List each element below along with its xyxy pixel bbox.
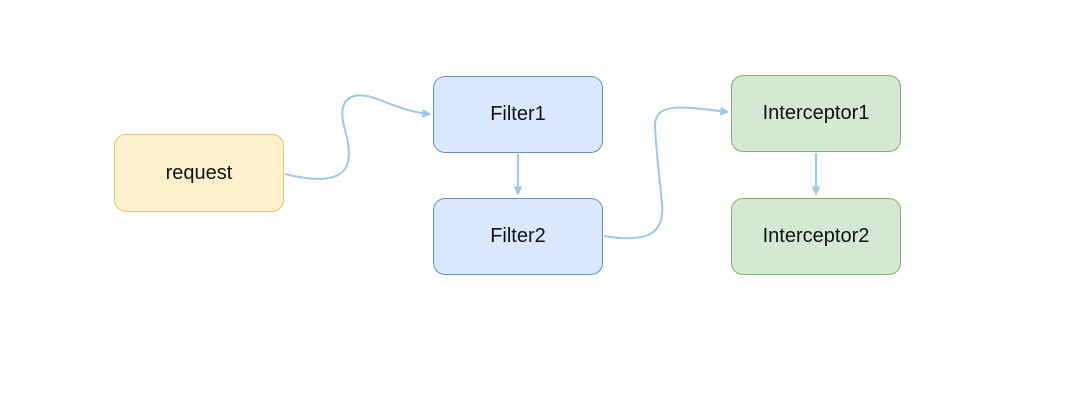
node-interceptor2-label: Interceptor2 (762, 225, 870, 247)
node-filter2: Filter2 (433, 198, 603, 275)
node-request-label: request (165, 161, 233, 184)
node-interceptor1-label: Interceptor1 (762, 102, 870, 124)
node-filter2-label: Filter2 (490, 225, 546, 247)
edge-request-to-filter1 (284, 94, 432, 180)
node-filter1: Filter1 (433, 76, 603, 153)
edge-filter2-to-interceptor1 (603, 106, 730, 240)
node-request: request (114, 134, 284, 212)
node-interceptor1: Interceptor1 (731, 75, 901, 152)
node-filter1-label: Filter1 (490, 103, 546, 125)
node-interceptor2: Interceptor2 (731, 198, 901, 275)
